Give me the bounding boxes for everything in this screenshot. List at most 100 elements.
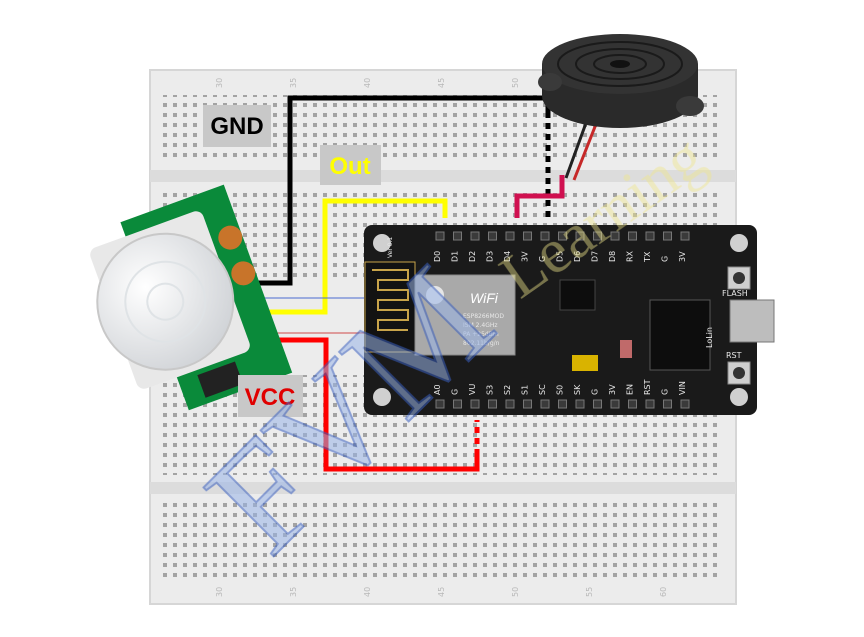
bottom-header-pin (488, 399, 497, 409)
bottom-header-pin (470, 399, 480, 409)
top-header-pin (575, 231, 585, 241)
pir-dome (96, 232, 235, 371)
delay-pot (231, 261, 256, 286)
bottom-header-pin (540, 399, 550, 409)
column-number: 60 (659, 587, 668, 597)
espressif-logo-icon (426, 286, 444, 304)
bottom-header-pin-label: S0 (556, 385, 565, 395)
pir-sensor (90, 184, 293, 411)
top-header-pin (435, 231, 445, 241)
top-header-pin (610, 231, 620, 241)
top-header-pin-label: D3 (486, 251, 495, 262)
top-header-pin-label: D2 (468, 251, 477, 262)
top-header-pin (593, 231, 602, 241)
top-header-pin-label: D6 (573, 251, 582, 262)
bottom-header-pin-label: SK (573, 384, 582, 395)
bottom-header-pin (558, 399, 567, 409)
top-header-pin-label: G (538, 256, 547, 262)
bottom-header-pin-label: S3 (486, 385, 495, 395)
capacitor (572, 355, 598, 371)
out-label-bg (320, 145, 381, 185)
bottom-header-pin (610, 399, 620, 409)
top-header-pin-label: D8 (608, 251, 617, 262)
center-channel-lower (150, 482, 736, 494)
column-number: 30 (215, 587, 224, 597)
top-header-pin (488, 231, 497, 241)
top-header-pin (540, 231, 550, 241)
bottom-header-pin-label: G (451, 389, 460, 395)
lower-hole-grid (160, 500, 720, 580)
column-number: 40 (363, 78, 372, 88)
top-header-pin-label: D4 (503, 251, 512, 262)
rst-label: RST (726, 351, 742, 360)
micro-usb-port (729, 299, 775, 343)
bottom-header-pin (575, 399, 585, 409)
column-number: 35 (289, 587, 298, 597)
top-header-pin-label: 3V (678, 251, 687, 262)
bottom-header-pin (680, 399, 690, 409)
top-header-pin-label: D0 (433, 251, 442, 262)
out-label: Out (329, 153, 370, 180)
column-number: 50 (511, 78, 520, 88)
buzzer-positive-wire (514, 175, 565, 218)
bottom-header-pin (505, 399, 515, 409)
top-header-pin (470, 231, 480, 241)
bottom-header-pin-label: RST (643, 379, 652, 395)
column-number: 40 (363, 587, 372, 597)
pir-capacitor (197, 361, 244, 398)
top-header-pin (680, 231, 690, 241)
vcc-label: VCC (245, 384, 296, 411)
gnd-label-bg (203, 105, 271, 147)
out-label-group: Out (320, 145, 381, 185)
antenna-trace (372, 269, 409, 331)
bottom-header-pin-label: 3V (608, 384, 617, 395)
bottom-header-pin (435, 399, 445, 409)
top-header-pin-label: TX (643, 251, 652, 263)
top-header-pin-label: D7 (591, 251, 600, 262)
voltage-regulator (559, 279, 596, 311)
bottom-header-pin (628, 399, 637, 409)
column-number: 45 (437, 78, 446, 88)
top-header-pin-label: D1 (451, 251, 460, 262)
buzzer (538, 34, 704, 181)
top-header-pin (505, 231, 515, 241)
top-header-pin (453, 231, 462, 241)
gnd-label-group: GND (203, 105, 271, 147)
column-number: 35 (289, 78, 298, 88)
bottom-header-pin-label: S2 (503, 385, 512, 395)
top-header-pin (523, 231, 532, 241)
bottom-header-pin (593, 399, 602, 409)
version-label: Ver 0.1 (387, 237, 394, 258)
wifi-logo: WiFi (470, 290, 499, 306)
top-header-pin (628, 231, 637, 241)
top-header-pin-label: G (661, 256, 670, 262)
vcc-label-group: VCC (238, 375, 303, 417)
bottom-header-pin (645, 399, 655, 409)
column-number: 30 (215, 78, 224, 88)
usb-uart-chip (649, 299, 711, 371)
bottom-header-pin-label: S1 (521, 385, 530, 395)
bottom-header-pin-label: SC (538, 384, 547, 395)
bottom-header-pin-label: G (591, 389, 600, 395)
gnd-label: GND (210, 113, 263, 140)
top-header-pin-label: RX (626, 250, 635, 262)
module-text-2: ISM 2.4GHz (463, 322, 498, 329)
column-number: 45 (437, 587, 446, 597)
flash-label: FLASH (722, 289, 748, 298)
center-channel-upper (150, 170, 736, 182)
module-text-3: PA +25dBm (463, 331, 499, 338)
module-text-1: ESP8266MOD (463, 313, 504, 320)
bottom-header-pin (523, 399, 532, 409)
brand-label: LoLin (705, 327, 714, 348)
top-header-pin (645, 231, 655, 241)
bottom-header-pin-label: VIN (678, 381, 687, 395)
bottom-header-pin-label: VU (468, 384, 477, 395)
vcc-label-bg (238, 375, 303, 417)
out-wire (255, 198, 448, 315)
